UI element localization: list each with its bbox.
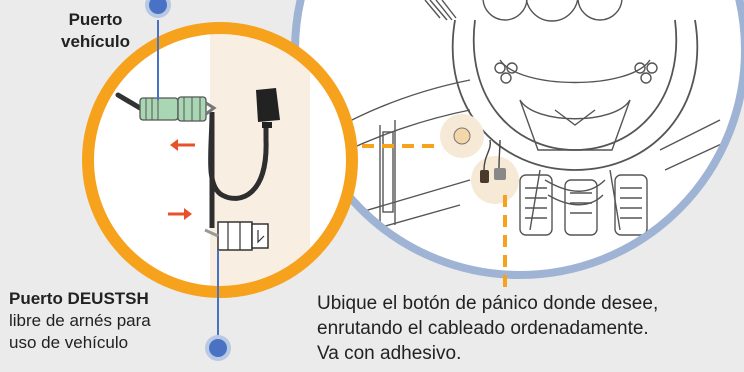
black-plug <box>256 88 280 128</box>
panic-connector-icon <box>480 170 489 183</box>
harness-ring <box>82 22 358 298</box>
gauge-readout: .... <box>546 0 557 1</box>
deustsh-port-label: Puerto DEUSTSH libre de arnés para uso d… <box>9 288 209 354</box>
arrow-left-head <box>170 139 178 151</box>
gauge-left <box>482 0 528 21</box>
deustsh-connector <box>204 221 269 251</box>
deustsh-port-line3: uso de vehículo <box>9 333 129 352</box>
vehicle-port-label: Puerto vehículo <box>48 9 143 53</box>
deustsh-port-line2: libre de arnés para <box>9 311 151 330</box>
vehicle-port-line2: vehículo <box>61 32 130 51</box>
panic-button-icon <box>494 168 506 180</box>
instructions-line3: Va con adhesivo. <box>317 343 462 364</box>
gauge-right <box>577 0 623 21</box>
instructions-text: Ubique el botón de pánico donde desee, e… <box>317 291 742 366</box>
gauge-center <box>525 0 579 22</box>
vehicle-port-line1: Puerto <box>68 10 123 29</box>
arrow-right-head <box>184 208 192 220</box>
instructions-line1: Ubique el botón de pánico donde desee, <box>317 293 659 314</box>
harness-circle <box>82 22 358 298</box>
button-highlight <box>471 156 519 204</box>
deustsh-port-title: Puerto DEUSTSH <box>9 289 149 308</box>
pin-dot-top <box>149 0 167 14</box>
vehicle-port-connector <box>139 96 217 122</box>
pin-dot-bottom <box>209 339 227 357</box>
dashboard-zoom-circle: .... <box>291 0 744 279</box>
instructions-line2: enrutando el cableado ordenadamente. <box>317 318 649 339</box>
obd-port-icon <box>453 127 471 145</box>
